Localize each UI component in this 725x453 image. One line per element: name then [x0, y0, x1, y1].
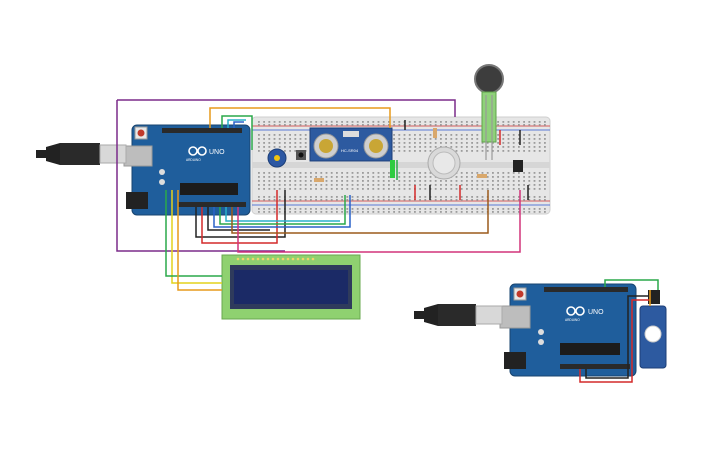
board-model-label-2: UNO [588, 309, 604, 316]
board-model-label: UNO [209, 149, 225, 156]
atmega-chip-2 [560, 343, 620, 355]
atmega-chip [180, 183, 238, 195]
wires-servo [579, 279, 659, 383]
usb-port-2 [499, 305, 531, 329]
wires-main [116, 99, 529, 291]
power-jack-2 [504, 352, 526, 369]
digital-header-2[interactable] [544, 287, 628, 292]
usb-port [123, 145, 153, 167]
usb-cable-secondary[interactable] [414, 304, 503, 326]
breadboard[interactable] [251, 116, 551, 215]
servo-motor[interactable] [639, 290, 667, 369]
board-brand-label: ARDUINO [186, 158, 201, 162]
usb-cable-main[interactable] [36, 143, 127, 165]
digital-header[interactable] [162, 128, 242, 133]
lcd-16x2[interactable] [221, 254, 361, 320]
temp-sensor[interactable] [513, 160, 523, 172]
board-brand-label-2: ARDUINO [565, 318, 580, 322]
arduino-logo-2 [566, 306, 585, 316]
power-analog-header-2[interactable] [560, 364, 630, 369]
power-analog-header[interactable] [178, 202, 246, 207]
led[interactable] [390, 160, 395, 178]
ultrasonic-sensor[interactable]: HC-SR04 [309, 127, 393, 162]
arduino-uno-secondary[interactable]: UNO ARDUINO [499, 283, 637, 377]
force-sensor[interactable] [474, 64, 504, 160]
lcd-pin-header[interactable] [236, 257, 315, 261]
arduino-logo [188, 146, 207, 156]
gas-sensor[interactable] [427, 146, 461, 180]
ultrasonic-label: HC-SR04 [341, 148, 359, 153]
push-button[interactable] [296, 150, 306, 160]
arduino-uno-main[interactable]: UNO ARDUINO [123, 124, 251, 216]
resistors [314, 128, 487, 182]
potentiometer[interactable] [267, 148, 287, 168]
power-jack [126, 192, 148, 209]
